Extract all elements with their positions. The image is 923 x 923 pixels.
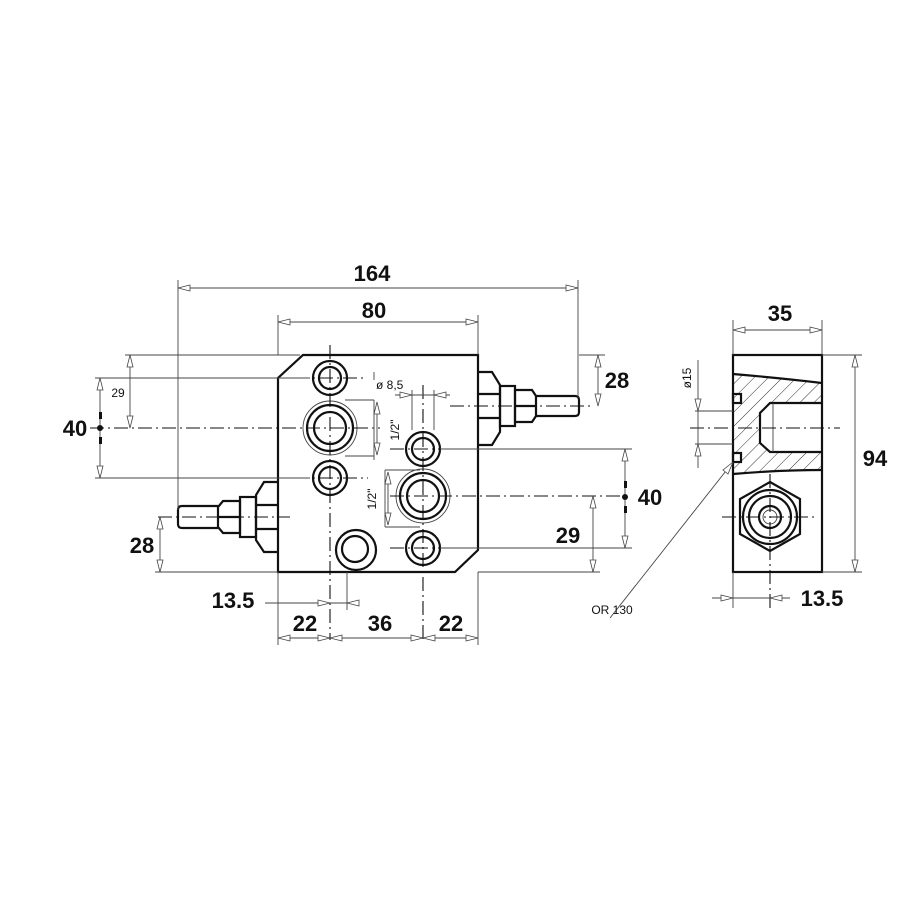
dimension-arrows [96, 284, 629, 642]
dim-overall-width: 164 [354, 261, 391, 286]
section-hatch [733, 374, 822, 474]
port-size-upper: 1/2" [388, 420, 402, 441]
dim-right-port-offset: 29 [556, 523, 580, 548]
bore-diameter-label: ø15 [680, 367, 694, 388]
dim-right-valve-height: 28 [605, 368, 629, 393]
dim-body-width: 80 [362, 298, 386, 323]
dim-side-height: 94 [863, 446, 888, 471]
dim-bottom-right: 22 [439, 611, 463, 636]
dim-side-bottom-offset: 13.5 [801, 586, 844, 611]
side-view: 35 94 13.5 ø15 OR 130 [591, 301, 888, 619]
dim-left-valve-height: 28 [130, 533, 154, 558]
plug-hole [334, 528, 378, 572]
side-body-outline [731, 353, 824, 574]
dim-side-width: 35 [768, 301, 792, 326]
dim-hole-offset: 13.5 [212, 588, 255, 613]
port-size-lower: 1/2" [365, 489, 379, 510]
dim-bottom-middle: 36 [368, 611, 392, 636]
front-view: 164 80 40 29 28 28 40 29 13.5 22 36 22 ø… [63, 261, 662, 645]
dim-left-port-spacing: 40 [63, 416, 87, 441]
side-dimension-arrows [694, 326, 859, 602]
dim-bottom-left: 22 [293, 611, 317, 636]
dim-left-port-offset: 29 [111, 386, 125, 400]
left-pressure-valve [176, 480, 278, 554]
dim-right-port-spacing: 40 [638, 485, 662, 510]
dimension-lines [99, 287, 626, 639]
center-marks [97, 412, 628, 513]
hole-diameter-label: ø 8,5 [376, 378, 404, 392]
extension-lines [95, 280, 632, 645]
right-pressure-valve [478, 370, 581, 447]
seal-label: OR 130 [591, 603, 633, 617]
